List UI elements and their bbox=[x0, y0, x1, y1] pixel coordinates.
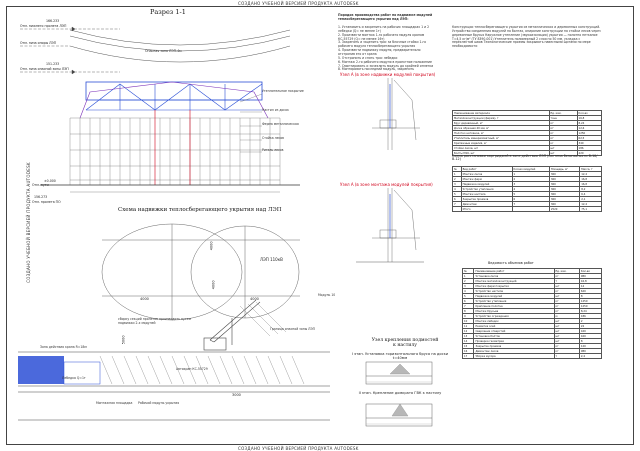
table-cell: Итого bbox=[460, 206, 513, 212]
elev-low-label: Отм. низа опасной зоны ЛЭП bbox=[20, 67, 69, 71]
section-title: Разрез 1-1 bbox=[150, 8, 186, 16]
cartridges-table: № Вид работ Кол-во модулей Площадь, м² М… bbox=[452, 166, 602, 212]
ground-label: Опасная зона ЛЭП-4м bbox=[145, 49, 182, 53]
plan-callout-module: Модуль 10 bbox=[318, 293, 336, 297]
steps-text: 1. Установить и закрепить на рабочих пло… bbox=[338, 25, 434, 72]
section-callout-2: Настил из досок bbox=[262, 108, 289, 112]
table-cell: 420 bbox=[576, 150, 603, 156]
plan-callout-module-work: Рабочий модуль укрытия bbox=[138, 401, 180, 405]
materials-table: Наименование материала Ед. изм. Кол-во М… bbox=[452, 110, 603, 156]
plan-callout-platform: Монтажная площадка bbox=[96, 401, 133, 405]
cartridges-title: Схема расстановки картриджей в зоне дейс… bbox=[452, 154, 598, 162]
work-table-title: Ведомость объемов работ bbox=[488, 261, 534, 265]
plan-dim-5: 5000 bbox=[121, 335, 126, 345]
unit-title: Узел крепления подмостей к настилу bbox=[371, 338, 439, 348]
plan-assembly-note: сборку секций пролетов производить путем… bbox=[118, 317, 191, 325]
plan-dim-2: 4000 bbox=[211, 280, 216, 290]
bottom-value: 156.273 bbox=[34, 195, 48, 199]
plan-dim-1: 4000 bbox=[209, 241, 214, 251]
plan-dim-6: 3000 bbox=[232, 393, 241, 397]
section-callout-3: Ферма металлическая bbox=[262, 122, 299, 126]
elev-bottom-value: ±0.000 bbox=[44, 179, 56, 183]
table-cell: 17 bbox=[461, 353, 475, 359]
watermark-bottom: СОЗДАНО УЧЕБНОЙ ВЕРСИЕЙ ПРОДУКТА AUTODES… bbox=[238, 446, 359, 451]
plan-callout-winch: Лебедка Q=1т bbox=[62, 376, 86, 380]
table-cell bbox=[452, 206, 462, 212]
plan-dim-4: 4000 bbox=[250, 297, 259, 301]
section-callout-4: Стойка лесов bbox=[262, 136, 284, 140]
node-a-bottom-label: Узел А (в зоне монтажа модулей покрытия) bbox=[340, 182, 433, 187]
table-cell: Уборка мусора bbox=[473, 353, 555, 359]
table-cell: 2520 bbox=[548, 206, 581, 212]
bottom-label: Отм. пролета ПО bbox=[32, 200, 61, 204]
unit-step-1: I этап. Установка горизонтального бруса … bbox=[351, 352, 449, 360]
table-cell bbox=[511, 206, 550, 212]
sheet-frame bbox=[6, 6, 634, 445]
plan-title: Схема надвижки теплосберегающего укрытия… bbox=[118, 207, 282, 213]
table-cell: т bbox=[553, 353, 580, 359]
elev-top-label: Отм. нижнего пролета ЛЭП bbox=[20, 24, 67, 28]
elev-top-value: 166.233 bbox=[46, 19, 60, 23]
table-cell: 75,1 bbox=[579, 206, 602, 212]
plan-callout-crane-zone: Зона действия крана R=18м bbox=[40, 345, 87, 349]
plan-lep-label: ЛЭП 110кВ bbox=[260, 257, 283, 262]
steps-heading: Порядок производства работ по надвижке м… bbox=[338, 13, 433, 21]
plan-dim-3: 4000 bbox=[140, 297, 149, 301]
section-callout-1: Утеплительное покрытие bbox=[262, 89, 304, 93]
plan-callout-boundary: Граница опасной зоны ЛЭП bbox=[270, 327, 315, 331]
materials-text: Конструкции теплосберегающего укрытия из… bbox=[452, 25, 601, 49]
table-cell: 2,4 bbox=[578, 353, 603, 359]
node-a-top-label: Узел А (в зоне надвижки модулей покрытия… bbox=[340, 72, 436, 77]
unit-step-2: II этап. Крепление домкрата ГВК к настил… bbox=[358, 391, 442, 395]
section-callout-5: Ригель лесов bbox=[262, 148, 284, 152]
elev-second-label: Отм. низа опоры ЛЭП bbox=[20, 41, 57, 45]
plan-callout-crane: Автокран КС-55729 bbox=[176, 367, 208, 371]
watermark-top: СОЗДАНО УЧЕБНОЙ ВЕРСИЕЙ ПРОДУКТА AUTODES… bbox=[238, 1, 359, 6]
elev-low-value: 151.233 bbox=[46, 62, 60, 66]
